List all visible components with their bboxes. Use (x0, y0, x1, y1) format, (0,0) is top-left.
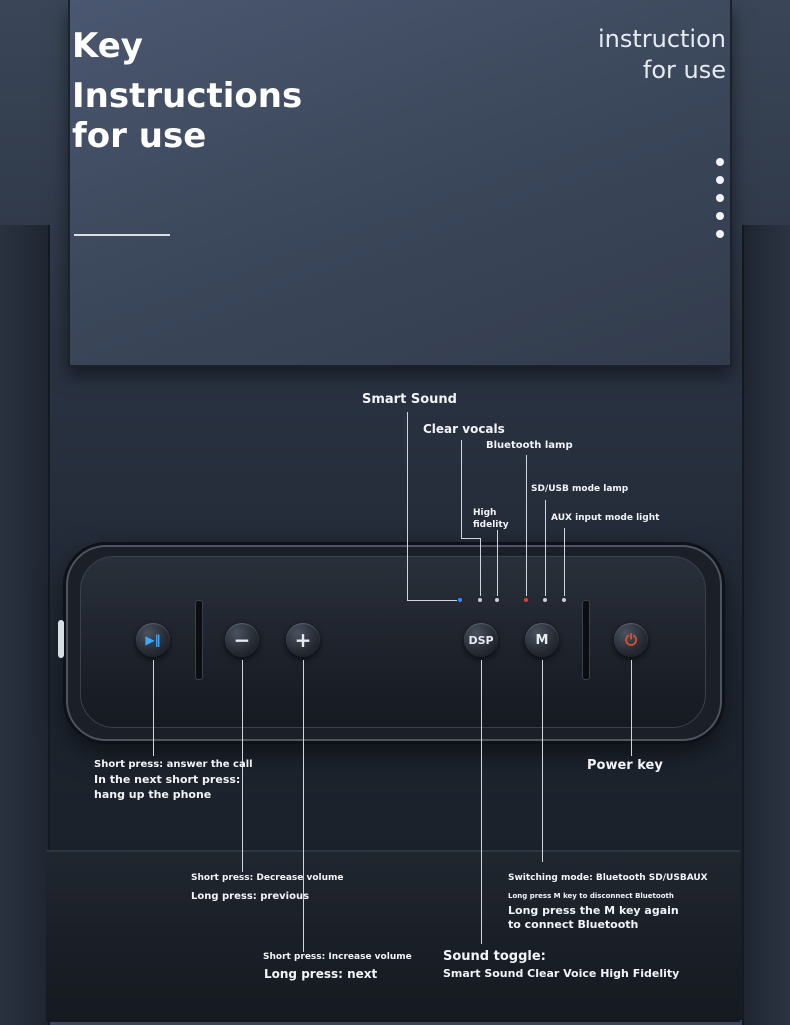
panel-side-tab (58, 620, 64, 658)
page-title-line3: for use (72, 116, 207, 156)
power-icon: ⏻ (625, 631, 637, 649)
play-pause-button[interactable]: ▶‖ (136, 623, 170, 657)
page-title-line1: Key (72, 26, 143, 66)
leader-plus (303, 660, 304, 952)
control-panel (80, 556, 706, 728)
label-mode-2: Long press M key to disconnect Bluetooth (508, 892, 674, 900)
leader-high-fidelity (497, 530, 498, 596)
speaker-base (46, 850, 740, 1022)
led-bluetooth (524, 598, 528, 602)
mode-button[interactable]: M (525, 623, 559, 657)
label-dsp-1: Sound toggle: (443, 949, 546, 964)
page-title-line2: Instructions (72, 76, 303, 116)
power-button[interactable]: ⏻ (614, 623, 648, 657)
label-high-fidelity-2: fidelity (473, 520, 509, 530)
label-plus-1: Short press: Increase volume (263, 952, 412, 962)
leader-dsp (481, 660, 482, 944)
leader-minus (242, 660, 243, 872)
label-dsp-2: Smart Sound Clear Voice High Fidelity (443, 967, 680, 980)
label-plus-2: Long press: next (264, 967, 378, 981)
leader-mode (542, 660, 543, 862)
leader-play (153, 660, 154, 756)
minus-icon: − (233, 628, 251, 652)
panel-slot-right (582, 600, 590, 680)
header-panel (68, 0, 732, 367)
label-smart-sound: Smart Sound (362, 392, 457, 407)
led-sd-usb (543, 598, 547, 602)
leader-clear-vocals (461, 440, 462, 538)
panel-slot-left (195, 600, 203, 680)
leader-smart-sound-h (407, 600, 457, 601)
leader-bluetooth (526, 455, 527, 596)
label-play-2: In the next short press: (94, 773, 241, 786)
corner-tag-line2: for use (642, 56, 726, 84)
mode-label: M (535, 632, 549, 648)
label-aux-lamp: AUX input mode light (551, 513, 660, 523)
led-high-fidelity (495, 598, 499, 602)
label-mode-4: to connect Bluetooth (508, 918, 639, 931)
left-post (0, 225, 50, 1025)
label-mode-1: Switching mode: Bluetooth SD/USBAUX (508, 873, 708, 883)
label-minus-2: Long press: previous (191, 891, 310, 902)
leader-smart-sound (407, 412, 408, 600)
play-pause-icon: ▶‖ (145, 633, 161, 647)
label-mode-3: Long press the M key again (508, 904, 679, 917)
label-sd-usb-lamp: SD/USB mode lamp (531, 484, 629, 494)
label-power-key: Power key (587, 758, 663, 773)
plus-icon: + (294, 628, 312, 652)
leader-power (631, 660, 632, 756)
leader-sd-usb (545, 500, 546, 596)
title-underline (74, 234, 170, 236)
label-minus-1: Short press: Decrease volume (191, 873, 344, 883)
dots-decoration (716, 158, 724, 248)
leader-clear-vocals-h (461, 538, 480, 539)
dsp-label: DSP (468, 633, 494, 647)
led-smart-sound (458, 598, 462, 602)
volume-up-button[interactable]: + (286, 623, 320, 657)
right-post (742, 225, 790, 1025)
corner-tag-line1: instruction (597, 25, 726, 53)
volume-down-button[interactable]: − (225, 623, 259, 657)
led-aux (562, 598, 566, 602)
led-clear-vocals (478, 598, 482, 602)
label-play-1: Short press: answer the call (94, 759, 253, 770)
leader-clear-vocals-v2 (480, 538, 481, 596)
label-clear-vocals: Clear vocals (423, 422, 505, 436)
label-play-3: hang up the phone (94, 788, 212, 801)
label-bluetooth-lamp: Bluetooth lamp (486, 440, 573, 451)
dsp-button[interactable]: DSP (464, 623, 498, 657)
label-high-fidelity-1: High (473, 508, 497, 518)
leader-aux (564, 528, 565, 596)
